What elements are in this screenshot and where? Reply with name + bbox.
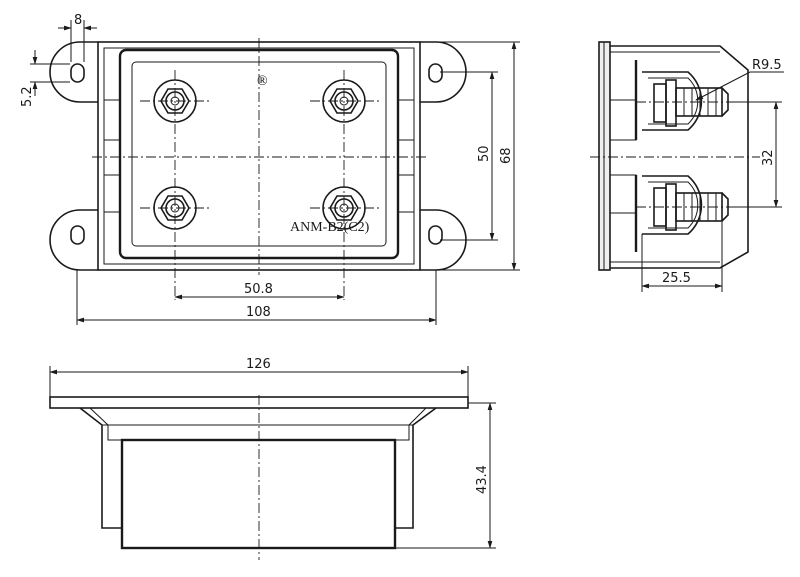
ear-top-left [49, 41, 98, 103]
side-stud-icon [642, 71, 729, 131]
dim-hole-height: 5.2 [20, 86, 35, 107]
dim-mount-spacing: 108 [246, 305, 271, 320]
mount-hole-icon [428, 63, 443, 83]
dim-flange-width: 126 [246, 357, 271, 372]
bottom-dimensions: 126 43.4 [49, 357, 496, 549]
dim-side-radius: R9.5 [752, 58, 782, 73]
dim-hole-width: 8 [74, 13, 82, 28]
dim-side-depth: 25.5 [662, 271, 691, 286]
terminal-stud-icon [153, 186, 197, 230]
front-view: ® ANM-B2(C2) [49, 38, 467, 300]
registered-mark: ® [257, 74, 268, 89]
front-dimensions: 8 5.2 50.8 108 50 68 [20, 13, 520, 325]
dim-body-height: 43.4 [475, 465, 490, 494]
side-view [590, 41, 760, 271]
ear-bottom-left [49, 209, 98, 271]
bottom-body-outline [79, 407, 437, 549]
bottom-body [120, 438, 397, 550]
dim-side-stud-spacing: 32 [761, 149, 776, 166]
side-dimensions: R9.5 32 25.5 [641, 58, 784, 292]
dim-inner-height: 50 [477, 145, 492, 162]
mount-hole-icon [70, 63, 85, 83]
dim-stud-spacing: 50.8 [244, 282, 273, 297]
dim-total-height: 68 [499, 147, 514, 164]
mount-hole-icon [70, 225, 85, 245]
side-stud-icon [642, 175, 729, 235]
bottom-view [49, 395, 469, 560]
terminal-stud-icon [153, 79, 197, 123]
side-body [610, 45, 749, 269]
mount-hole-icon [428, 225, 443, 245]
part-marking: ANM-B2(C2) [290, 220, 370, 235]
terminal-stud-icon [322, 186, 366, 230]
terminal-stud-icon [322, 79, 366, 123]
